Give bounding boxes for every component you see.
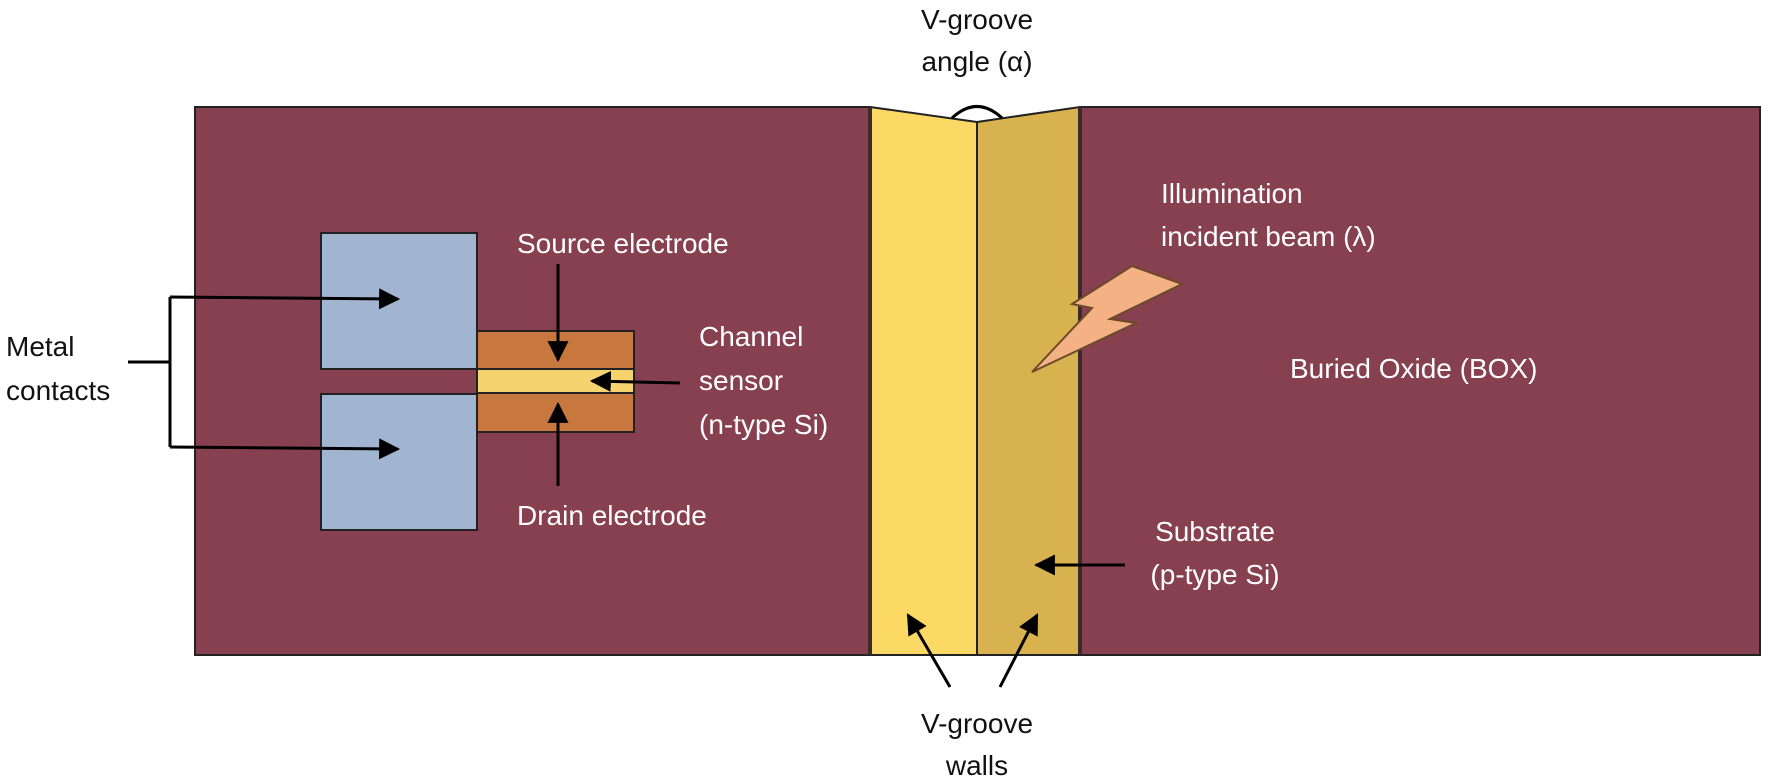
metal-contacts-arrow-bottom	[169, 438, 401, 460]
metal-contacts-label-line2: contacts	[6, 375, 110, 406]
v-groove-wall-right	[976, 105, 1081, 656]
metal-contact-top	[320, 232, 478, 370]
v-groove-angle-label-line2: angle (α)	[921, 46, 1032, 77]
buried-oxide-label: Buried Oxide (BOX)	[1290, 353, 1537, 384]
v-groove-angle-label-line1: V-groove	[921, 4, 1033, 35]
v-groove-walls-label-line1: V-groove	[921, 708, 1033, 739]
v-groove-angle-arc	[950, 105, 1004, 120]
source-electrode	[476, 330, 635, 370]
box-right-region	[1079, 106, 1761, 656]
v-groove-walls-arrow-left	[906, 613, 952, 688]
illumination-label-line1: Illumination	[1161, 178, 1303, 209]
source-electrode-label: Source electrode	[517, 228, 729, 259]
metal-contact-bottom	[320, 393, 478, 531]
metal-contacts-arrow-top	[169, 288, 401, 310]
v-groove-walls-arrow-right	[998, 613, 1039, 688]
v-groove-walls-label-line2: walls	[945, 750, 1008, 781]
illumination-beam-icon	[1031, 264, 1185, 373]
substrate-label-line2: (p-type Si)	[1150, 559, 1279, 590]
channel-sensor-arrow	[589, 370, 681, 392]
channel-sensor-label-line2: sensor	[699, 365, 783, 396]
channel-sensor-label-line3: (n-type Si)	[699, 409, 828, 440]
substrate-label-line1: Substrate	[1155, 516, 1275, 547]
illumination-label-line2: incident beam (λ)	[1161, 221, 1376, 252]
channel-sensor-label-line1: Channel	[699, 321, 803, 352]
metal-contacts-label-line1: Metal	[6, 331, 74, 362]
drain-electrode	[476, 392, 635, 433]
drain-electrode-label: Drain electrode	[517, 500, 707, 531]
v-groove-wall-left	[869, 105, 978, 656]
